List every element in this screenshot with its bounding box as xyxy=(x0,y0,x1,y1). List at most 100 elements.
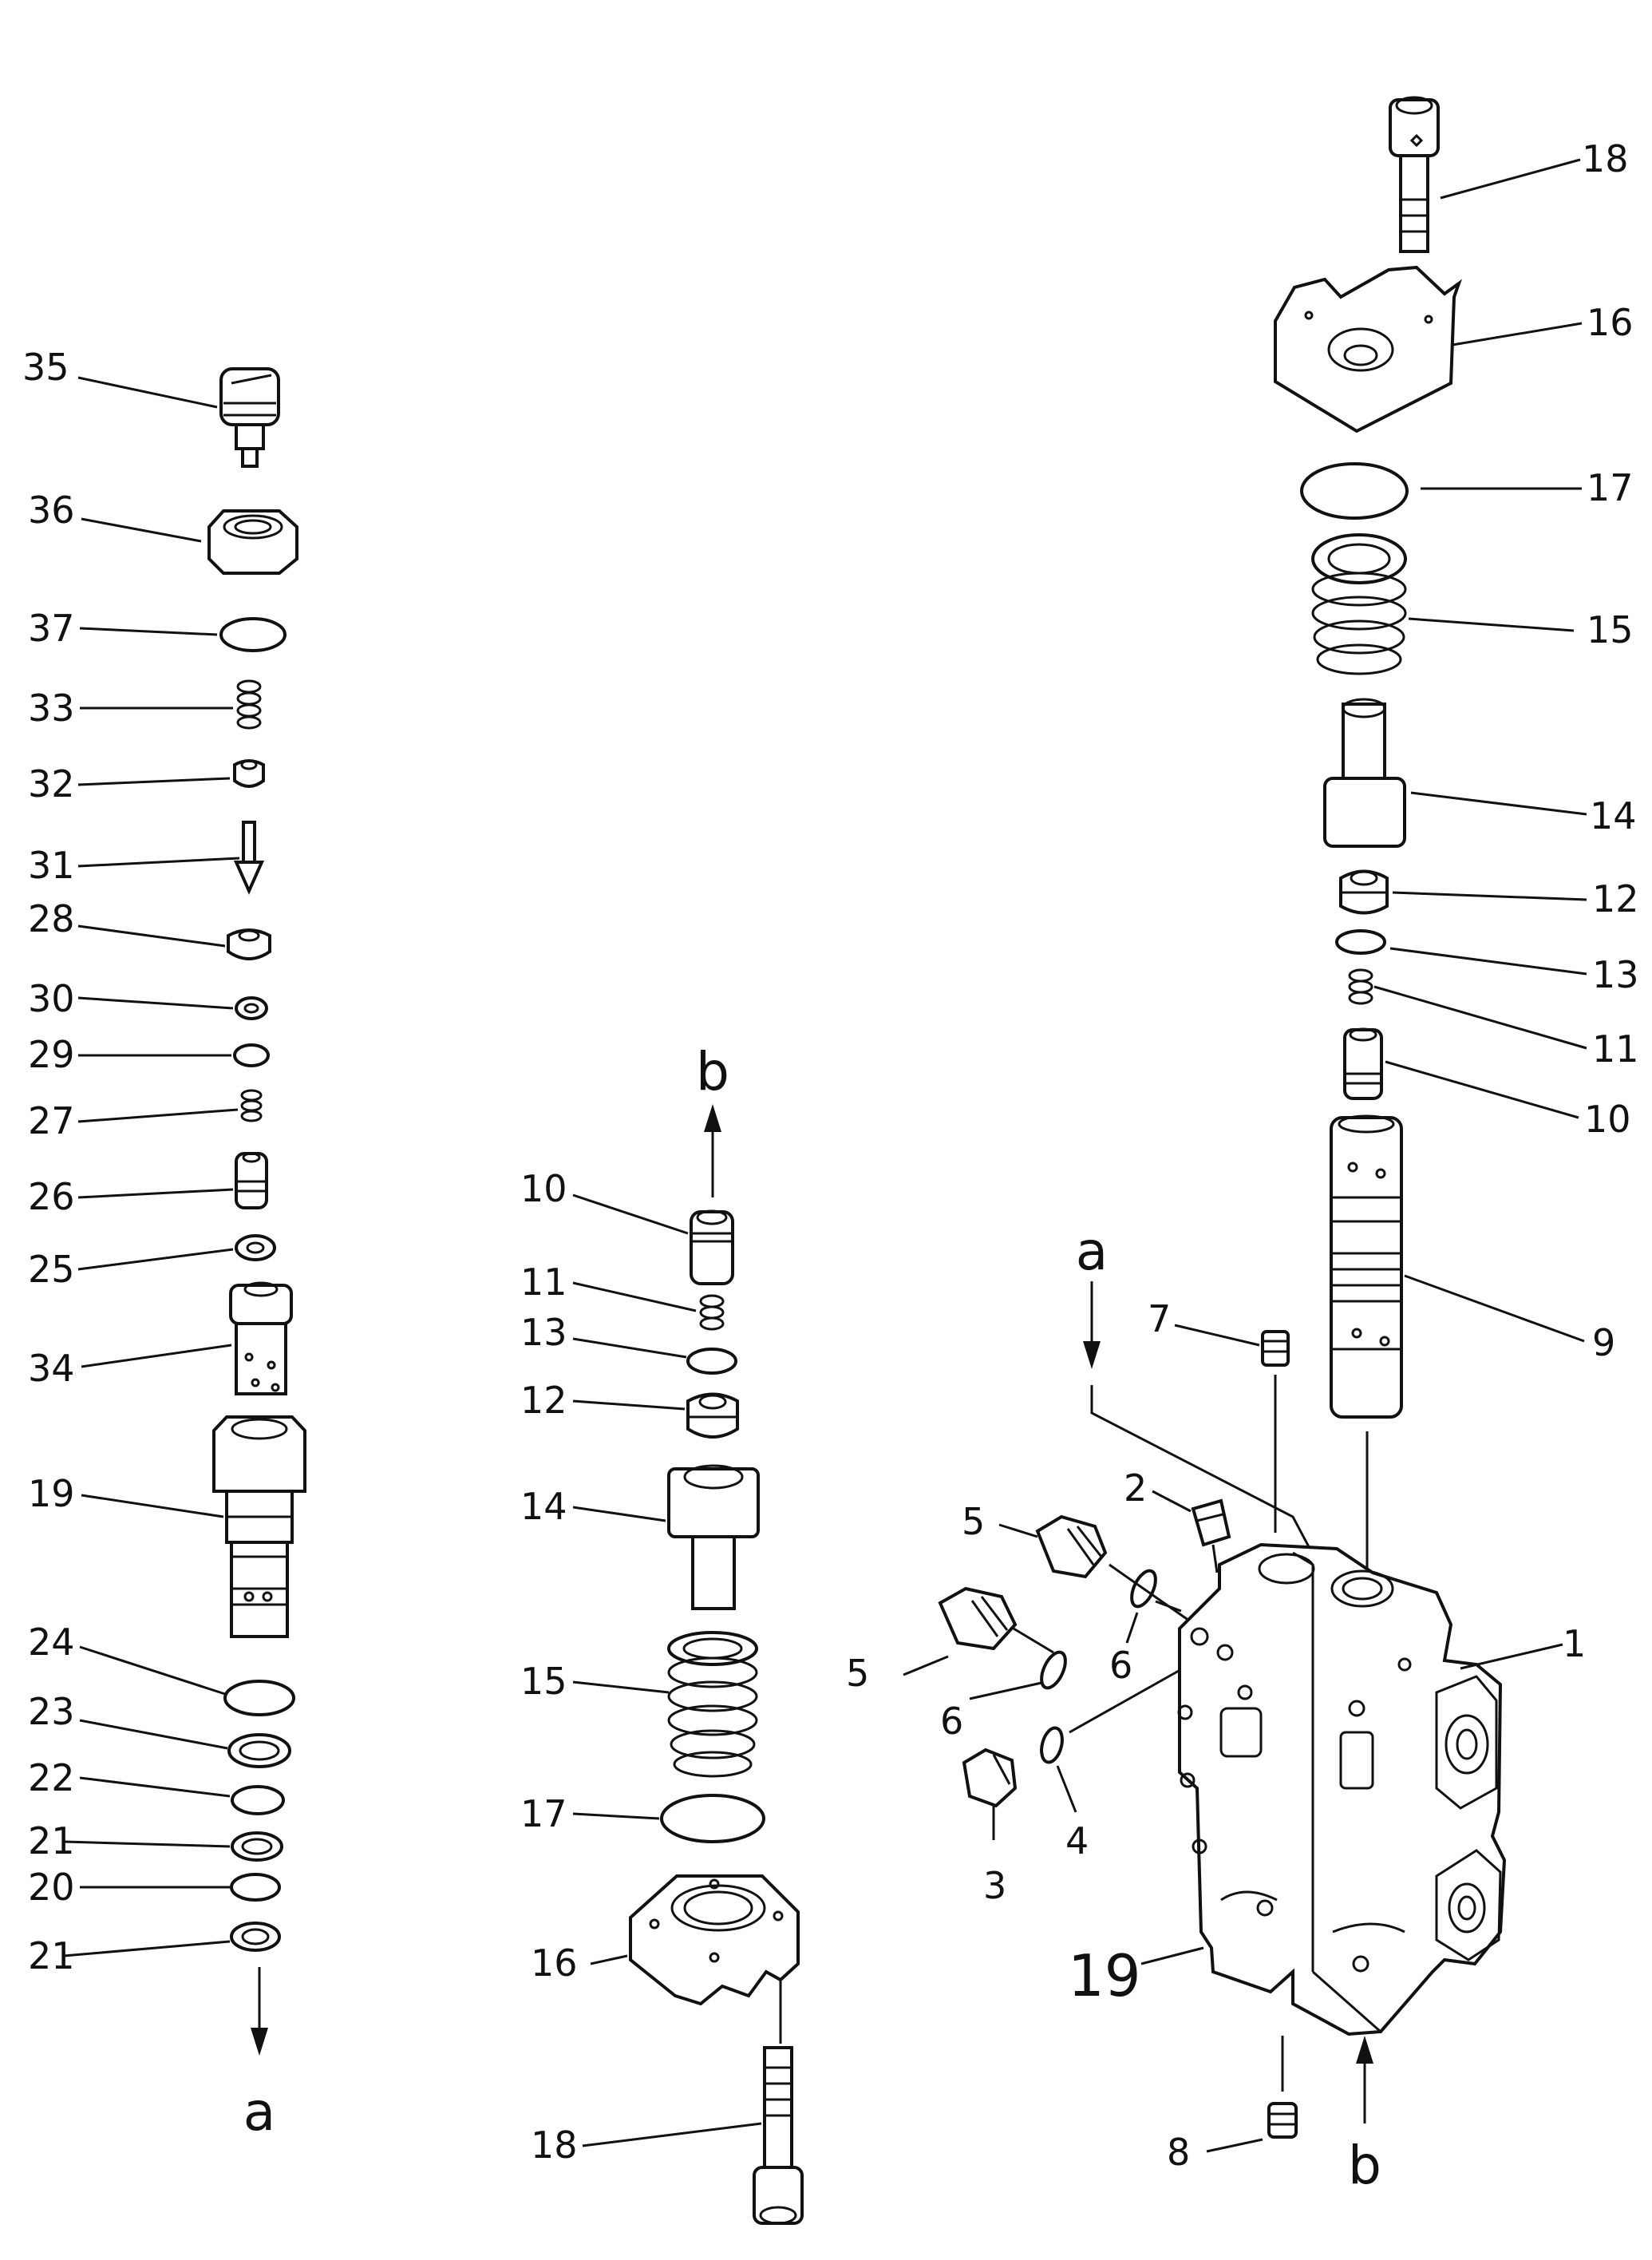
part-37-o-ring xyxy=(219,617,287,652)
label-18-middle: 18 xyxy=(531,2123,578,2167)
label-14-right: 14 xyxy=(1590,794,1637,837)
part-30-washer xyxy=(235,996,268,1020)
label-26: 26 xyxy=(28,1175,75,1218)
part-16-middle-cover xyxy=(629,1874,800,2006)
part-34-sleeve xyxy=(229,1281,293,1395)
label-5-lower: 5 xyxy=(846,1652,869,1695)
part-26-valve xyxy=(235,1152,268,1209)
part-15-right-spring xyxy=(1311,533,1407,675)
left-leader-lines xyxy=(63,376,240,1957)
part-10-middle-poppet xyxy=(690,1209,734,1285)
part-3-plug xyxy=(962,1747,1018,1808)
label-21-lower: 21 xyxy=(28,1934,75,1977)
label-19-body: 19 xyxy=(1068,1942,1141,2009)
label-6-lower: 6 xyxy=(940,1700,963,1743)
part-8-plug xyxy=(1267,2102,1298,2139)
part-14-right-body xyxy=(1323,698,1406,848)
part-19-main-valve xyxy=(212,1415,306,1638)
label-28: 28 xyxy=(28,897,75,940)
label-1: 1 xyxy=(1563,1622,1586,1665)
part-29-o-ring xyxy=(233,1043,270,1067)
label-8: 8 xyxy=(1167,2131,1190,2174)
part-15-middle-spring xyxy=(667,1631,758,1778)
label-9: 9 xyxy=(1592,1321,1615,1364)
part-11-middle-spring xyxy=(699,1294,725,1331)
label-5-upper: 5 xyxy=(962,1500,985,1543)
label-17-right: 17 xyxy=(1587,466,1634,509)
part-12-middle-seat xyxy=(686,1392,739,1439)
port-connection-lines xyxy=(1013,1563,1198,1734)
part-9-spool xyxy=(1330,1114,1403,1419)
flow-label-a-body: a xyxy=(1076,1221,1108,1282)
label-32: 32 xyxy=(28,762,75,805)
flow-arrow-b-middle xyxy=(704,1104,721,1197)
label-30: 30 xyxy=(28,977,75,1020)
part-22-o-ring xyxy=(231,1785,285,1815)
flow-arrow-b-body xyxy=(1356,2036,1373,2123)
part-4-o-ring xyxy=(1040,1726,1064,1764)
flow-label-b-body: b xyxy=(1348,2135,1381,2196)
label-23: 23 xyxy=(28,1690,75,1733)
part-5-fitting-upper xyxy=(1035,1514,1108,1579)
label-19-left: 19 xyxy=(28,1472,75,1515)
label-13-middle: 13 xyxy=(520,1311,567,1354)
label-35: 35 xyxy=(22,346,69,389)
part-11-right-spring xyxy=(1348,968,1373,1005)
label-24: 24 xyxy=(28,1621,75,1664)
label-36: 36 xyxy=(28,489,75,532)
label-22: 22 xyxy=(28,1756,75,1799)
part-16-right-cover xyxy=(1274,265,1463,433)
label-29: 29 xyxy=(28,1033,75,1076)
part-10-right-poppet xyxy=(1343,1027,1383,1100)
part-14-middle-body xyxy=(667,1464,760,1610)
part-12-right-seat xyxy=(1339,869,1389,915)
label-15-right: 15 xyxy=(1587,608,1634,651)
label-11-middle: 11 xyxy=(520,1261,567,1304)
flow-label-b-middle: b xyxy=(696,1041,729,1102)
label-31: 31 xyxy=(28,844,75,887)
label-15-middle: 15 xyxy=(520,1660,567,1703)
middle-leader-lines xyxy=(572,1193,762,2147)
part-1-valve-body xyxy=(1177,1542,1507,2036)
label-12-middle: 12 xyxy=(520,1379,567,1422)
part-13-right-o-ring xyxy=(1335,929,1386,955)
flow-arrow-a-left xyxy=(251,1967,268,2056)
label-16-middle: 16 xyxy=(531,1941,578,1985)
part-18-right-bolt xyxy=(1389,96,1440,253)
label-3: 3 xyxy=(983,1864,1006,1907)
part-23-backup-ring xyxy=(227,1733,291,1768)
part-21-backup-ring-lower xyxy=(230,1922,281,1952)
label-14-middle: 14 xyxy=(520,1485,567,1528)
part-17-right-o-ring xyxy=(1300,462,1409,520)
part-36-nut xyxy=(207,509,298,575)
label-11-right: 11 xyxy=(1592,1027,1639,1071)
right-leader-lines xyxy=(903,158,1587,2153)
flow-label-a-left: a xyxy=(243,2081,275,2143)
part-20-o-ring xyxy=(230,1873,281,1902)
part-35-plug xyxy=(219,367,280,468)
label-25: 25 xyxy=(28,1248,75,1291)
label-21-upper: 21 xyxy=(28,1819,75,1862)
part-13-middle-o-ring xyxy=(686,1348,737,1375)
label-10-middle: 10 xyxy=(520,1167,567,1210)
part-24-o-ring xyxy=(223,1680,295,1716)
part-32-seat xyxy=(233,759,265,788)
label-12-right: 12 xyxy=(1592,877,1639,920)
part-21-backup-ring-upper xyxy=(231,1831,283,1862)
label-34: 34 xyxy=(28,1347,75,1390)
part-28-poppet xyxy=(227,928,271,960)
label-20: 20 xyxy=(28,1866,75,1909)
part-25-washer xyxy=(235,1234,276,1261)
label-37: 37 xyxy=(28,607,75,650)
label-16-right: 16 xyxy=(1587,301,1634,344)
label-10-right: 10 xyxy=(1584,1098,1631,1141)
part-6-o-ring-lower xyxy=(1040,1650,1067,1690)
label-17-middle: 17 xyxy=(520,1792,567,1835)
part-31-needle xyxy=(233,821,265,895)
part-27-spring xyxy=(240,1089,263,1122)
label-33: 33 xyxy=(28,687,75,730)
label-2: 2 xyxy=(1124,1466,1147,1510)
part-18-middle-bolt xyxy=(753,2046,804,2225)
